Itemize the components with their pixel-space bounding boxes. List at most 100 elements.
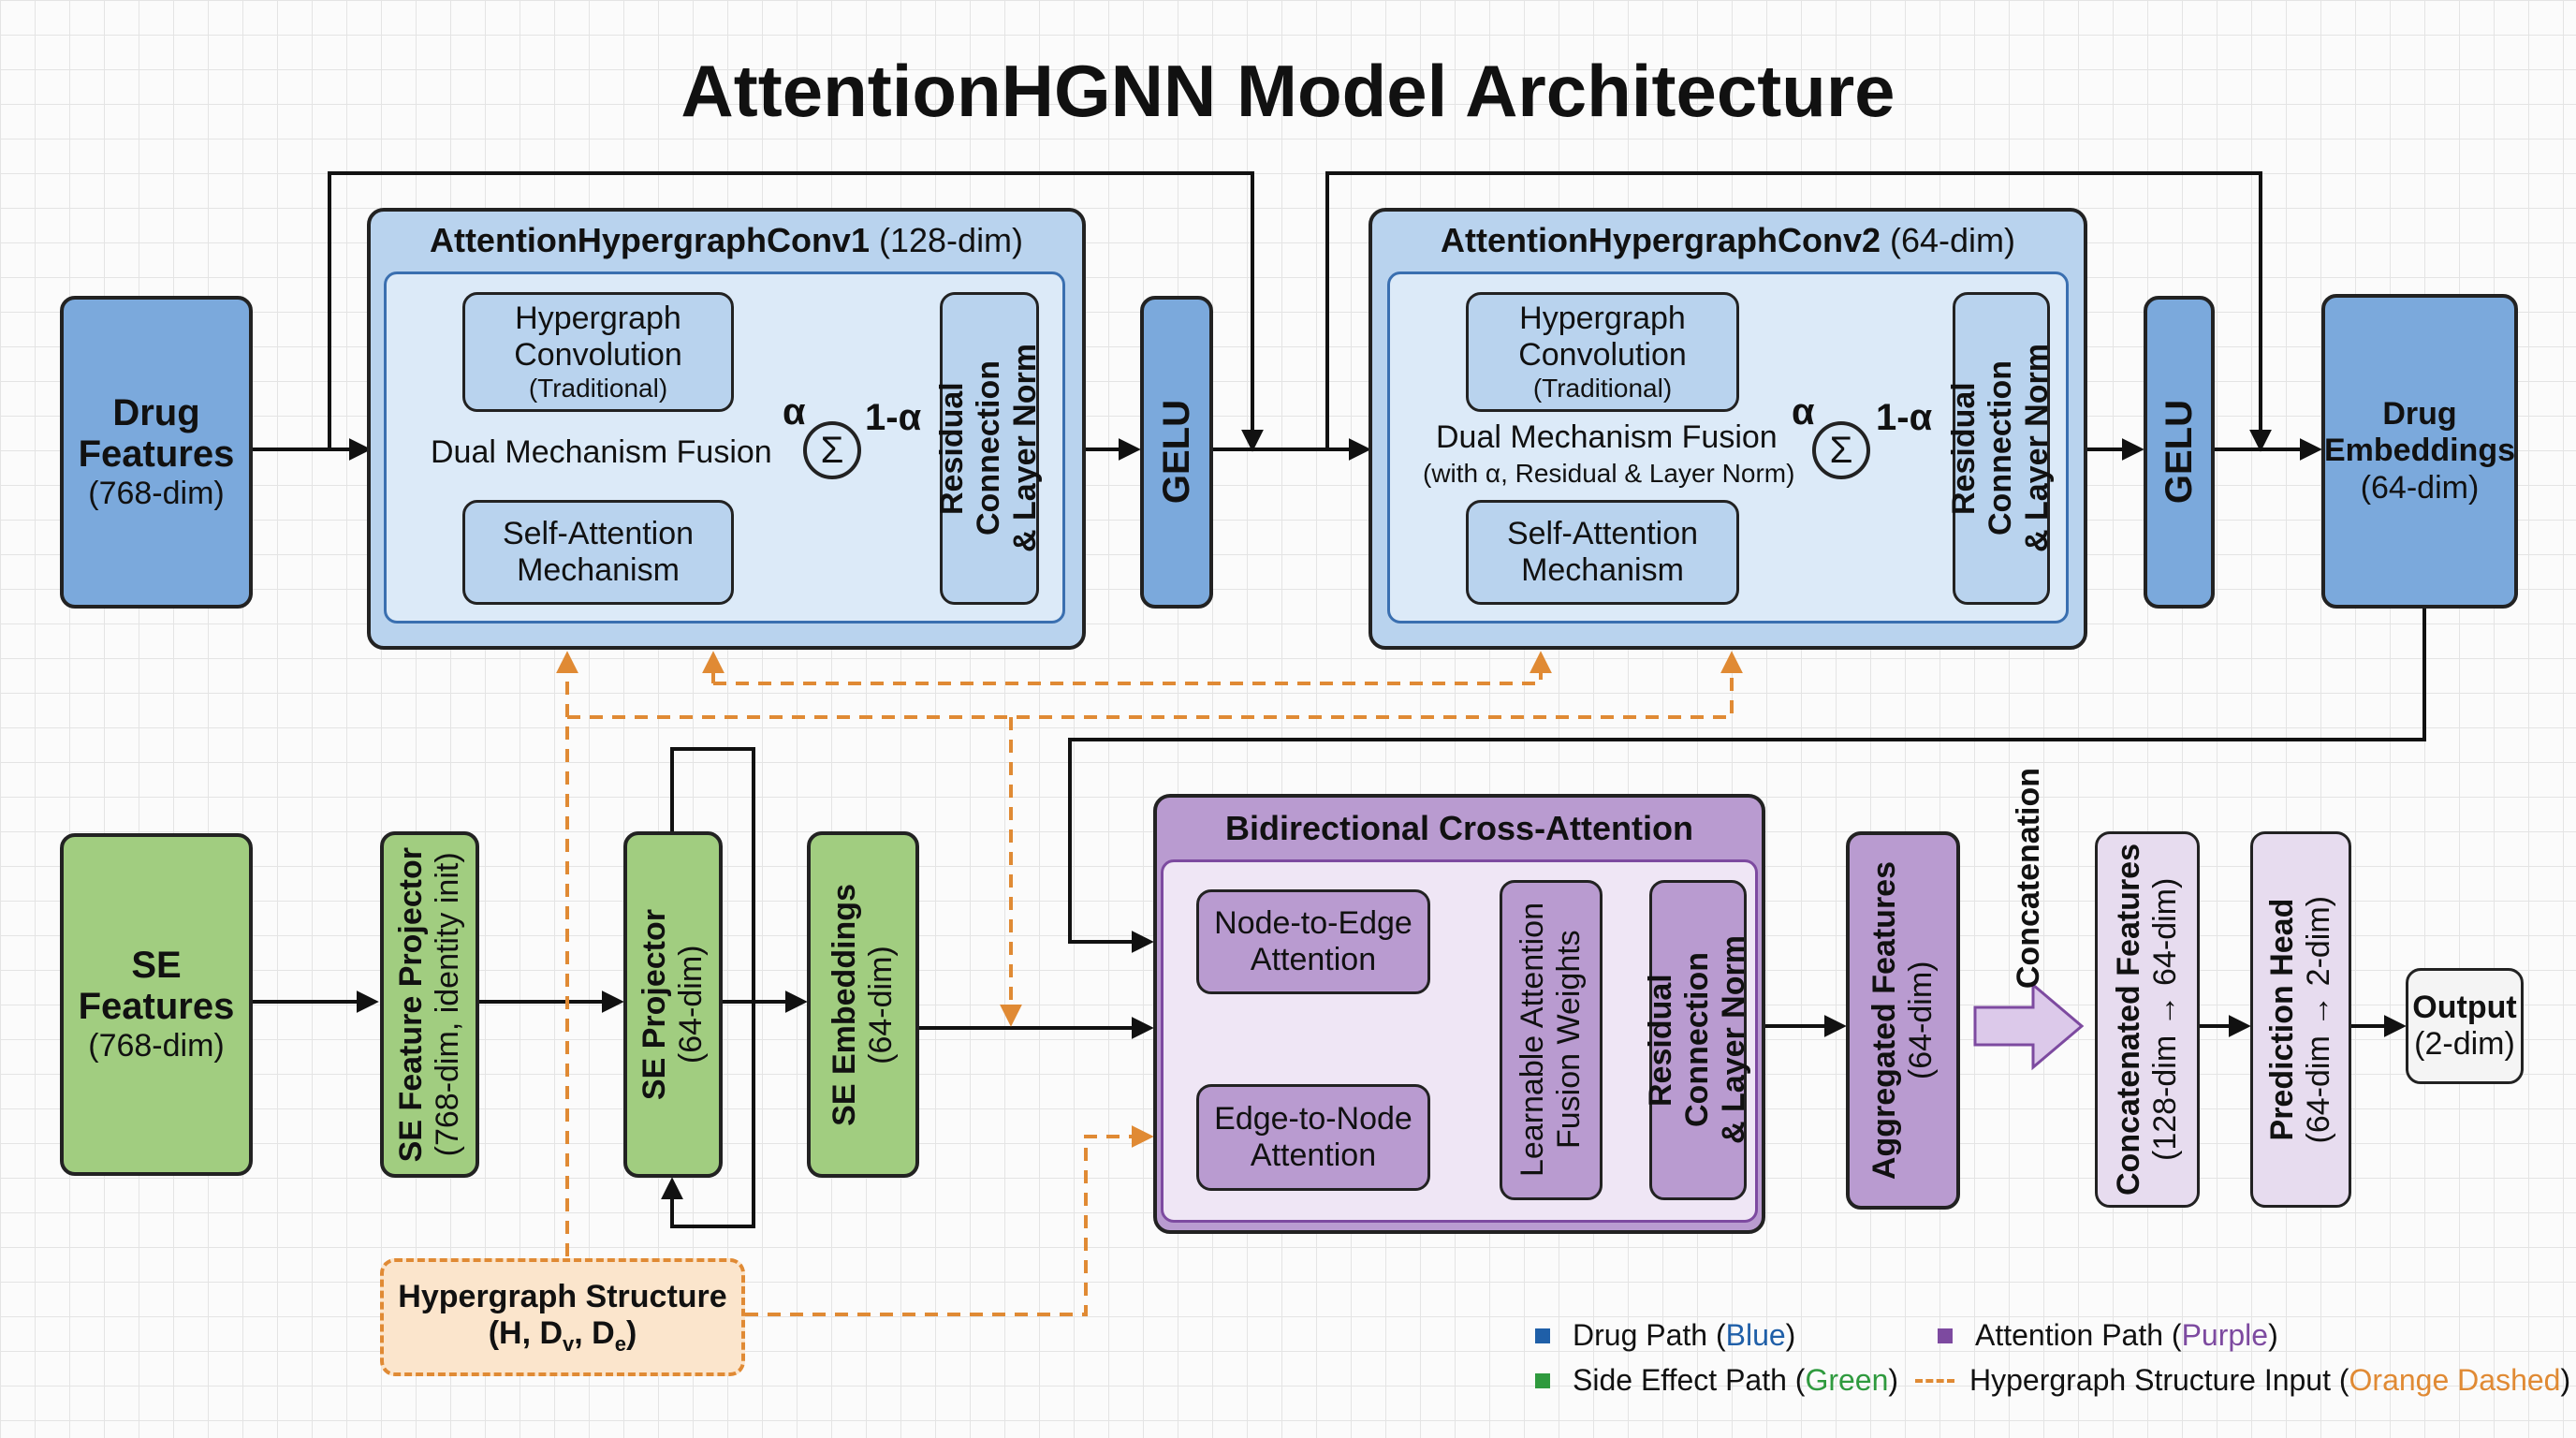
hyper-wire-bus xyxy=(567,651,1743,719)
conv2-title: AttentionHypergraphConv2 (64-dim) xyxy=(1372,221,2084,260)
prediction-head-line2: (64-dim → 2-dim) xyxy=(2301,895,2336,1144)
se-embeddings-box: SE Embeddings (64-dim) xyxy=(807,831,919,1178)
se-projector-box: SE Projector (64-dim) xyxy=(623,831,723,1178)
hyper-wire-bus-b xyxy=(713,651,1552,685)
legend-se-text: Side Effect Path ( xyxy=(1573,1363,1806,1397)
legend-hyper-text: Hypergraph Structure Input ( xyxy=(1969,1363,2349,1397)
legend-drug-path: Drug Path (Blue) xyxy=(1535,1318,1795,1353)
se-embeddings-text: SE Embeddings (64-dim) xyxy=(827,884,900,1126)
legend-se-path: Side Effect Path (Green) xyxy=(1535,1363,1898,1398)
legend-hyper-color: Orange Dashed xyxy=(2349,1363,2561,1397)
cross-residual-text: Residual Connection & Layer Norm xyxy=(1643,883,1752,1197)
concatenation-label: Concatenation xyxy=(2011,768,2047,989)
conv2-residual-line2: & Layer Norm xyxy=(2019,344,2056,553)
conv1-residual-box: Residual Connection & Layer Norm xyxy=(934,292,1044,605)
legend-se-close: ) xyxy=(1888,1363,1899,1397)
fusion-weights-line1: Learnable Attention xyxy=(1514,902,1550,1178)
hypergraph-structure-line1: Hypergraph Structure xyxy=(398,1278,727,1314)
legend-hyper-close: ) xyxy=(2560,1363,2571,1397)
concatenated-line2: (128-dim → 64-dim) xyxy=(2147,877,2183,1162)
drug-features-box: Drug Features (768-dim) xyxy=(60,296,253,609)
se-feature-projector-text: SE Feature Projector (768-dim, identity … xyxy=(393,847,466,1162)
se-features-box: SE Features (768-dim) xyxy=(60,833,253,1176)
fusion-weights-box: Learnable Attention Fusion Weights xyxy=(1500,880,1603,1200)
edge-to-node-line2: Attention xyxy=(1250,1137,1377,1173)
gelu1-box: GELU xyxy=(1140,296,1213,609)
cross-attention-title: Bidirectional Cross-Attention xyxy=(1224,809,1694,847)
conv1-sa-line1: Self-Attention xyxy=(502,515,695,551)
se-features-line2: Features xyxy=(78,986,235,1028)
se-projector-line2: (64-dim) xyxy=(673,945,709,1064)
conv2-hyperconv-box: Hypergraph Convolution (Traditional) xyxy=(1466,292,1739,412)
conv2-sa-line1: Self-Attention xyxy=(1506,515,1699,551)
output-line1: Output xyxy=(2412,989,2517,1025)
conv1-hyperconv-box: Hypergraph Convolution (Traditional) xyxy=(462,292,734,412)
edge-to-node-line1: Edge-to-Node xyxy=(1214,1100,1412,1137)
conv1-hyperconv-line1: Hypergraph xyxy=(515,300,681,336)
legend-green-swatch xyxy=(1535,1372,1550,1388)
conv2-title-name: AttentionHypergraphConv2 xyxy=(1440,221,1881,259)
legend-purple-swatch xyxy=(1938,1328,1953,1343)
aggregated-line2: (64-dim) xyxy=(1903,961,1939,1080)
legend-attention-path: Attention Path (Purple) xyxy=(1938,1318,2278,1353)
legend-se-color: Green xyxy=(1805,1363,1889,1397)
aggregated-line1: Aggregated Features xyxy=(1866,860,1902,1181)
conv2-title-dim: (64-dim) xyxy=(1890,221,2016,259)
conv2-fusion-label: Dual Mechanism Fusion xyxy=(1436,419,1778,455)
legend-hyper-input: Hypergraph Structure Input (Orange Dashe… xyxy=(1915,1363,2570,1398)
page-title: AttentionHGNN Model Architecture xyxy=(681,50,1895,132)
conv1-residual-line2: & Layer Norm xyxy=(1007,344,1044,553)
legend-attention-color: Purple xyxy=(2181,1318,2269,1352)
conv1-fusion-label: Dual Mechanism Fusion xyxy=(431,434,772,470)
hs-prefix: (H, D xyxy=(488,1315,564,1351)
concatenated-features-box: Concatenated Features (128-dim → 64-dim) xyxy=(2095,831,2200,1208)
wire-embed-to-cross xyxy=(1068,609,2426,953)
legend-attention-close: ) xyxy=(2268,1318,2278,1352)
conv2-sum-icon: Σ xyxy=(1812,421,1870,479)
hs-sub-v: v xyxy=(563,1331,575,1356)
node-to-edge-line2: Attention xyxy=(1250,942,1377,977)
concatenated-text: Concatenated Features (128-dim → 64-dim) xyxy=(2111,844,2184,1196)
wire-skip-conv1 xyxy=(328,171,1264,452)
se-features-line1: SE xyxy=(131,944,182,986)
cross-residual-box: Residual Connection & Layer Norm xyxy=(1643,880,1752,1200)
se-feature-projector-line2: (768-dim, identity init) xyxy=(430,852,465,1157)
conv2-residual-text: Residual Connection & Layer Norm xyxy=(1946,295,2056,602)
concatenation-arrow xyxy=(1973,981,2085,1071)
hyper-wire-cross xyxy=(745,1125,1154,1316)
legend-blue-swatch xyxy=(1535,1328,1550,1343)
drug-embeddings-box: Drug Embeddings (64-dim) xyxy=(2321,294,2518,609)
drug-features-line1: Drug xyxy=(112,391,200,433)
se-projector-text: SE Projector (64-dim) xyxy=(637,909,710,1100)
conv1-alpha-label: α xyxy=(783,391,806,433)
node-to-edge-box: Node-to-Edge Attention xyxy=(1196,889,1430,994)
cross-residual-line2: & Layer Norm xyxy=(1716,935,1752,1145)
conv1-sa-line2: Mechanism xyxy=(517,552,680,588)
legend-drug-color: Blue xyxy=(1725,1318,1786,1352)
se-embeddings-line2: (64-dim) xyxy=(863,945,899,1064)
drug-embeddings-line2: Embeddings xyxy=(2323,433,2516,469)
conv1-title-name: AttentionHypergraphConv1 xyxy=(429,221,870,259)
se-feature-projector-box: SE Feature Projector (768-dim, identity … xyxy=(380,831,479,1178)
legend-attention-text: Attention Path ( xyxy=(1975,1318,2182,1352)
drug-embeddings-line1: Drug xyxy=(2382,396,2457,433)
se-embeddings-line1: SE Embeddings xyxy=(826,883,862,1126)
edge-to-node-box: Edge-to-Node Attention xyxy=(1196,1084,1430,1191)
wire-proj-loop xyxy=(661,747,755,1228)
gelu2-box: GELU xyxy=(2144,296,2215,609)
conv2-alpha-label: α xyxy=(1792,391,1815,433)
hs-close: ) xyxy=(625,1315,637,1351)
se-feature-projector-line1: SE Feature Projector xyxy=(392,846,429,1163)
conv2-fusion-sub: (with α, Residual & Layer Norm) xyxy=(1423,459,1795,488)
output-box: Output (2-dim) xyxy=(2406,968,2524,1084)
conv2-hyperconv-line3: (Traditional) xyxy=(1532,374,1673,403)
conv1-residual-line1: Residual Connection xyxy=(934,360,1007,536)
drug-features-dim: (768-dim) xyxy=(88,476,225,512)
cross-residual-line1: Residual Connection xyxy=(1643,952,1716,1128)
se-projector-line1: SE Projector xyxy=(636,908,672,1101)
se-features-dim: (768-dim) xyxy=(88,1028,225,1064)
conv2-hyperconv-line1: Hypergraph xyxy=(1519,300,1686,336)
conv2-sa-line2: Mechanism xyxy=(1521,552,1684,588)
conv1-self-attention-box: Self-Attention Mechanism xyxy=(462,500,734,605)
conv2-residual-line1: Residual Connection xyxy=(1946,360,2019,536)
